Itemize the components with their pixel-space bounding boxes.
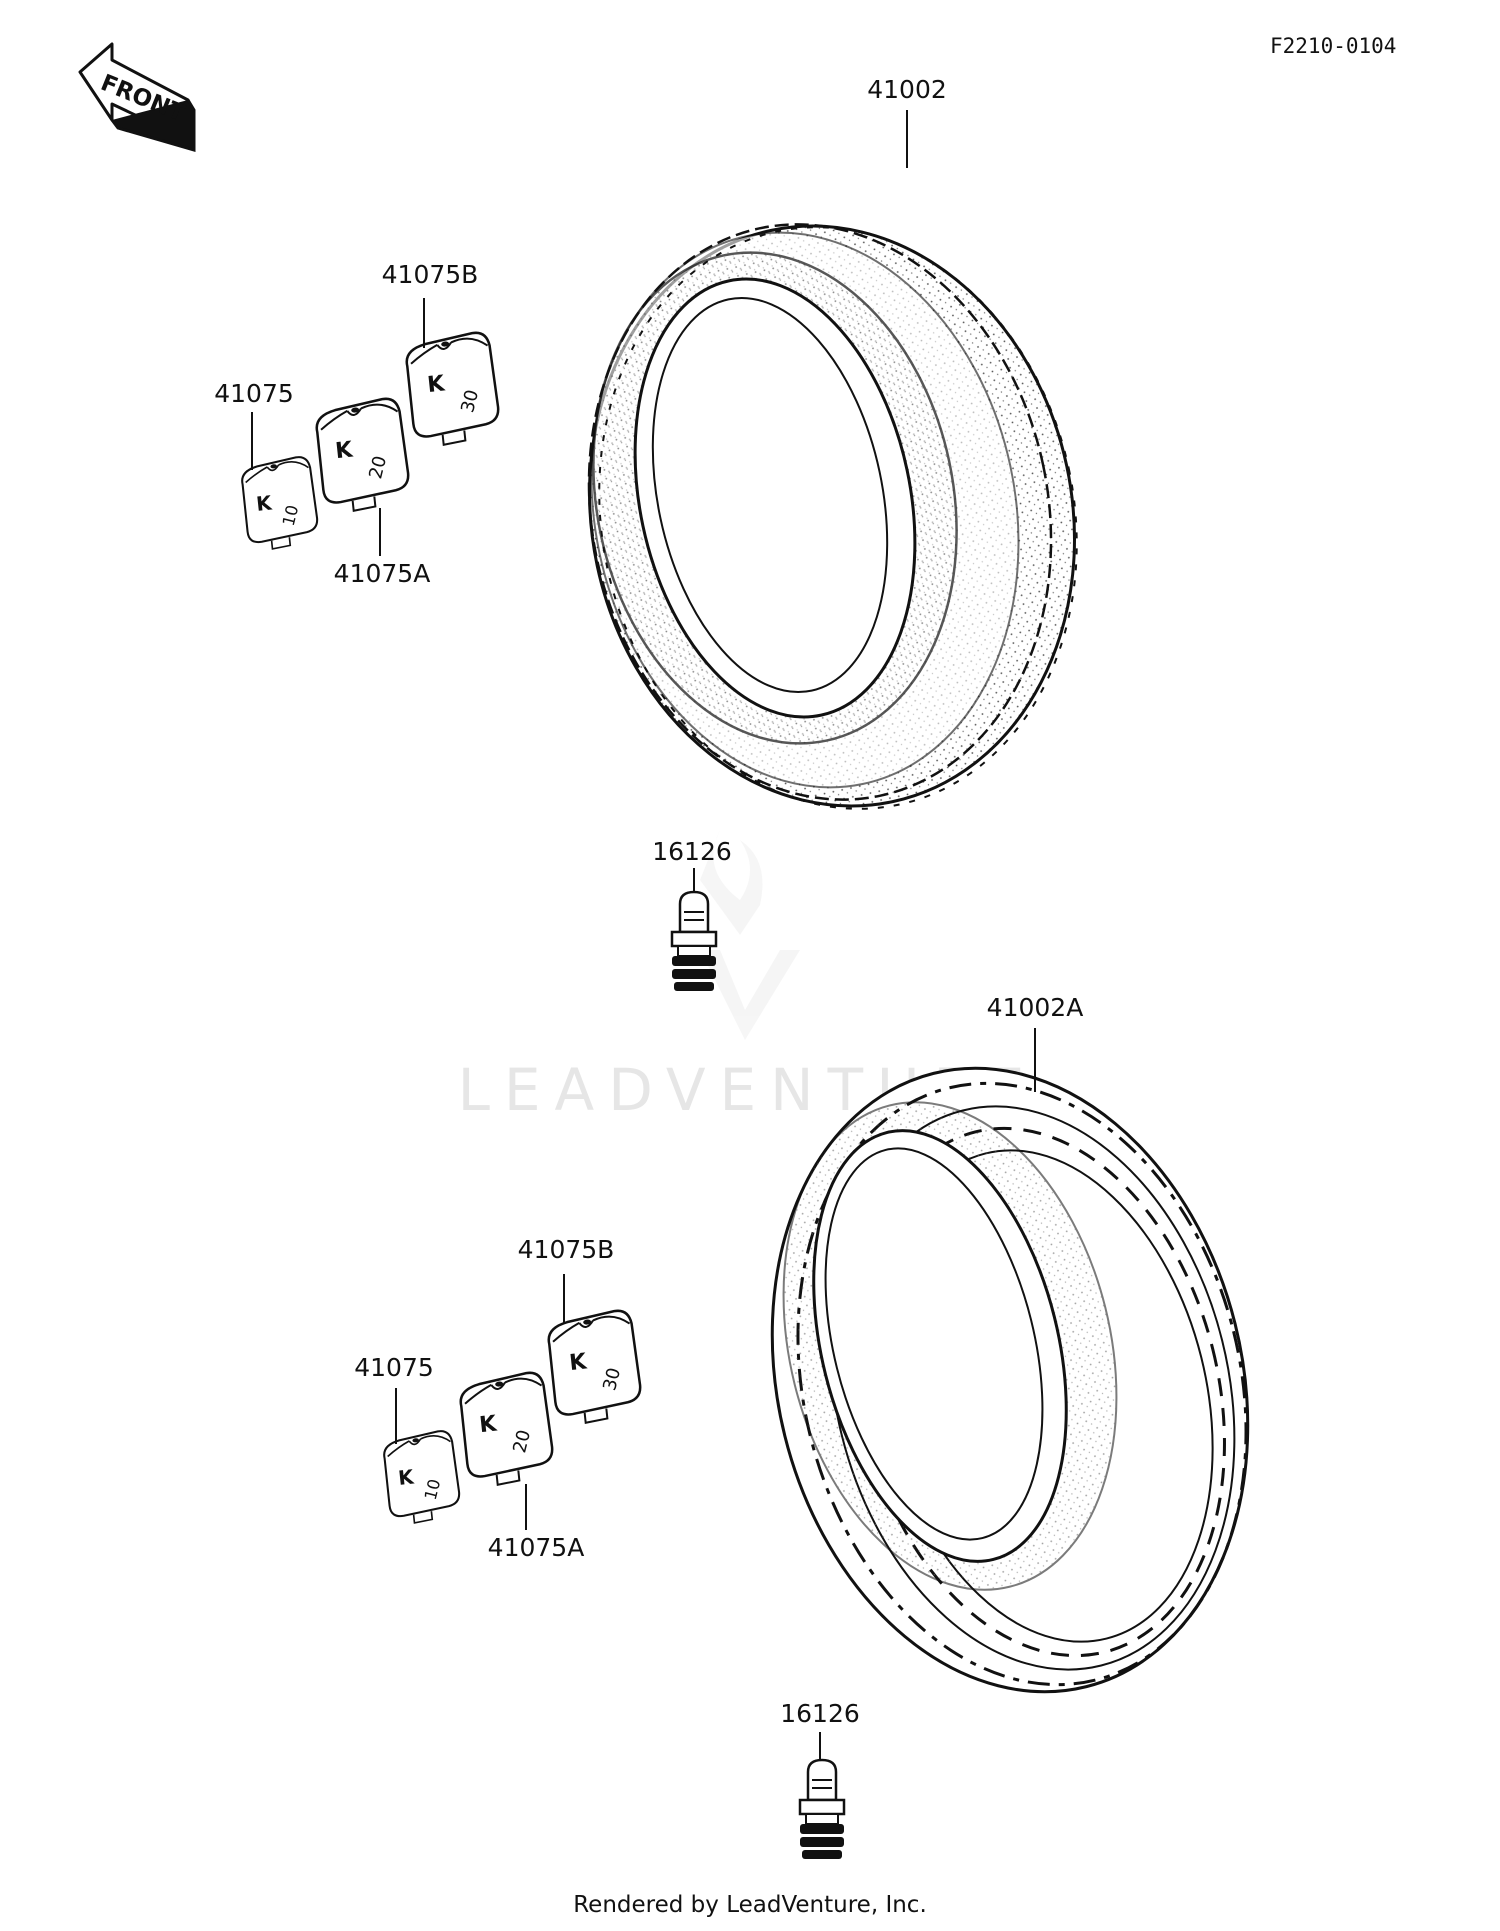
label-41002: 41002: [867, 75, 947, 104]
valve-16126-upper: [670, 890, 718, 991]
weight-brand-mark: K: [397, 1465, 415, 1490]
weight-value-mark: 10: [421, 1477, 444, 1502]
weight-41075B-upper: K 30: [403, 329, 503, 449]
label-41075B-upper: 41075B: [382, 260, 479, 289]
diagram-code: F2210-0104: [1270, 34, 1396, 58]
label-16126-lower: 16126: [780, 1699, 860, 1728]
weight-brand-mark: K: [478, 1412, 499, 1439]
weight-brand-mark: K: [334, 438, 355, 465]
weight-41075A-lower: K 20: [457, 1369, 557, 1489]
weight-value-mark: 10: [279, 503, 302, 528]
valve-16126-lower: [798, 1758, 846, 1859]
label-41075-lower: 41075: [354, 1353, 434, 1382]
label-16126-upper: 16126: [652, 837, 732, 866]
tire-41002A: [770, 1066, 1250, 1694]
weight-41075-upper: K 10: [239, 454, 321, 553]
weight-brand-mark: K: [255, 491, 273, 516]
footer-credit: Rendered by LeadVenture, Inc.: [573, 1892, 927, 1918]
front-arrow-icon: FRONT: [78, 42, 196, 152]
label-41075-upper: 41075: [214, 379, 294, 408]
weight-41075-lower: K 10: [381, 1428, 463, 1527]
watermark-logo: [700, 830, 800, 1040]
label-41075A-lower: 41075A: [488, 1533, 585, 1562]
weight-41075B-lower: K 30: [545, 1307, 645, 1427]
label-41075B-lower: 41075B: [518, 1235, 615, 1264]
tire-41002: [587, 223, 1078, 810]
weight-brand-mark: K: [426, 371, 447, 398]
label-41002A: 41002A: [987, 993, 1084, 1022]
label-41075A-upper: 41075A: [334, 559, 431, 588]
weight-41075A-upper: K 20: [313, 395, 413, 515]
weight-brand-mark: K: [568, 1349, 589, 1376]
